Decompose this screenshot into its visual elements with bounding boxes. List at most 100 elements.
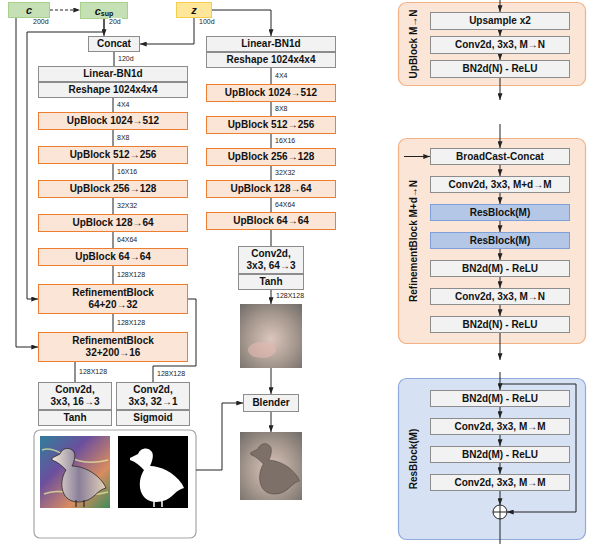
sum-symbol-cross [493,505,507,519]
node-label: BN2d(N) - ReLU [463,63,538,75]
reshape-layer: Reshape 1024x4x4 [38,82,188,98]
layer-box: BN2d(M) - ReLU [430,260,570,277]
node-label: UpBlock 128→64 [230,183,311,195]
upblock-box: UpBlock 512→256 [38,146,188,164]
node-label: UpBlock 512→256 [228,119,315,131]
connector [113,98,114,112]
size-label: 16X16 [274,137,296,145]
linear-layer: Linear-BN1d [206,36,336,52]
layer-box: BroadCast-Concat [430,148,570,165]
concat-box: Concat [88,36,140,52]
connector [271,102,272,116]
panel-background [399,379,586,540]
node-label: BN2d(M) - ReLU [462,263,538,275]
node-label: Conv2d, 3x3, 32→1 [124,384,182,408]
upblock-box: UpBlock 512→256 [206,116,336,134]
refinement-block: RefinementBlock 64+20→32 [38,284,188,314]
size-label: 4X4 [116,101,130,109]
node-label: Upsample x2 [469,15,531,27]
connector [271,68,272,84]
node-label: Conv2d, 3x3, M→M [454,421,545,433]
upblock-box: UpBlock 128→64 [38,214,188,232]
node-label: BN2d(M) - ReLU [462,393,538,405]
activation-layer: Tanh [38,410,112,426]
connector [113,130,114,146]
flow-arrow [271,412,272,432]
connector [500,463,501,474]
refinement-panel: RefinementBlock M+d→N BroadCast-ConcatCon… [398,138,586,344]
node-label: Blender [252,397,289,409]
upblock-box: UpBlock 256→128 [206,148,336,166]
node-label: Tanh [259,276,282,288]
flow-arrow [500,491,501,505]
refinement-block: RefinementBlock 32+200→16 [38,332,188,362]
node-label: UpBlock 128→64 [72,217,153,229]
connector [113,198,114,214]
connector [500,305,501,316]
connector [500,221,501,232]
connector [75,362,76,382]
panel-background [399,139,586,344]
mask-bird [130,448,184,502]
size-label: 8X8 [274,105,288,113]
connector [113,164,114,180]
resblock-box: ResBlock(M) [430,204,570,221]
panel-title: RefinementBlock M+d→N [408,180,420,302]
dimension-label: 200d [32,18,50,26]
background-blob [248,342,276,358]
node-label: RefinementBlock 64+20→32 [63,287,163,311]
node-label: Sigmoid [133,412,172,424]
size-label: 32X32 [116,202,138,210]
layer-box: BN2d(M) - ReLU [430,446,570,463]
node-label: ResBlock(M) [470,235,531,247]
flow-arrow [271,290,272,304]
connector [113,314,114,332]
connector [500,407,501,418]
size-label: 8X8 [116,134,130,142]
node-label: c [95,5,101,17]
size-label: 16X16 [116,168,138,176]
node-label: ResBlock(M) [470,207,531,219]
node-label: BN2d(M) - ReLU [462,449,538,461]
connector [140,18,194,44]
blended-image [240,432,302,500]
mask-image [118,436,188,508]
size-label: 4X4 [274,72,288,80]
upblock-box: UpBlock 64→64 [206,212,336,230]
node-label: UpBlock 1024→512 [225,87,317,99]
connector [500,435,501,446]
layer-box: Upsample x2 [430,12,570,30]
blender-box: Blender [243,394,299,412]
node-label: Conv2d, 3x3, M→M [454,477,545,489]
bird-legs [76,500,84,507]
node-label: Conv2d, 3x3, M+d→M [448,179,551,191]
node-label: UpBlock 512→256 [70,149,157,161]
node-label: BroadCast-Concat [456,151,544,163]
connector [271,230,272,246]
reshape-layer: Reshape 1024x4x4 [206,52,336,68]
foreground-bird [52,448,106,502]
flow-arrow [404,156,430,157]
node-label: c [26,4,32,16]
flow-arrow [500,372,501,390]
conv-layer: Conv2d, 3x3, 64→3 [238,246,304,274]
flow-arrow [500,0,501,12]
size-label: 128X128 [116,319,146,327]
node-label: UpBlock 1024→512 [67,115,159,127]
conv-layer: Conv2d, 3x3, 16→3 [38,382,112,410]
node-label: Conv2d, 3x3, M→N [455,291,545,303]
node-label: Linear-BN1d [241,38,300,50]
upblock-box: UpBlock 1024→512 [38,112,188,130]
activation-layer: Sigmoid [116,410,190,426]
connector [500,165,501,176]
connector [500,249,501,260]
sum-symbol [493,505,507,519]
background-image [240,304,302,368]
connector [114,52,115,66]
sup-condition-vector: csup [80,2,128,19]
layer-box: Conv2d, 3x3, M→N [430,36,570,54]
blended-bird [251,444,300,494]
node-label: Conv2d, 3x3, 64→3 [242,248,300,272]
node-label: sup [101,10,113,18]
